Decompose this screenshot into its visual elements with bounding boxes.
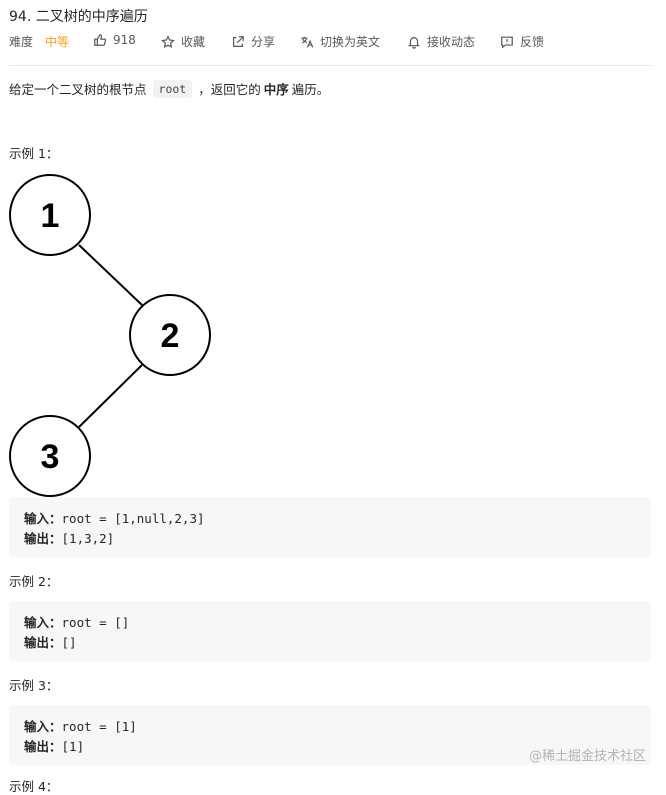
input-label: 输入： <box>24 719 62 734</box>
favorite-button[interactable]: 收藏 <box>161 33 205 50</box>
description-middle: ，返回它的 <box>198 82 261 97</box>
example-1-code-block: 输入：root = [1,null,2,3] 输出：[1,3,2] <box>9 497 651 557</box>
watermark: @稀土掘金技术社区 <box>528 749 646 764</box>
switch-language-label: 切换为英文 <box>320 35 381 49</box>
thumbs-up-icon <box>94 34 107 46</box>
favorite-label: 收藏 <box>181 35 206 49</box>
example-1-output: 输出：[1,3,2] <box>24 528 114 547</box>
example-2-output: 输出：[] <box>24 632 77 651</box>
difficulty-label: 难度 <box>9 35 34 49</box>
tree-node-label-3: 3 <box>41 438 60 476</box>
feedback-label: 反馈 <box>520 35 545 49</box>
tree-edge-2-3 <box>78 364 143 428</box>
problem-description: 给定一个二叉树的根节点 root ，返回它的 中序 遍历。 <box>9 79 329 98</box>
input-label: 输入： <box>24 511 62 526</box>
translate-icon <box>301 36 314 47</box>
tree-edge-1-2 <box>78 244 143 306</box>
output-value: [1] <box>61 739 85 754</box>
subscribe-label: 接收动态 <box>427 35 476 49</box>
example-3-input: 输入：root = [1] <box>24 716 137 735</box>
tree-node-label-1: 1 <box>41 197 60 235</box>
output-label: 输出： <box>24 635 62 650</box>
input-value: root = [1,null,2,3] <box>61 511 205 526</box>
tree-node-3: 3 <box>9 415 91 497</box>
like-count: 918 <box>113 33 136 47</box>
binary-tree-diagram: 1 2 3 <box>9 174 211 497</box>
difficulty: 难度 中等 <box>9 33 69 50</box>
share-label: 分享 <box>251 35 276 49</box>
input-value: root = [1] <box>61 719 137 734</box>
tree-node-1: 1 <box>9 174 91 256</box>
example-3-code-block: 输入：root = [1] 输出：[1] <box>9 705 651 765</box>
page-title: 94. 二叉树的中序遍历 <box>9 9 148 25</box>
example-1-title: 示例 1： <box>9 146 59 161</box>
example-4-title: 示例 4： <box>9 779 59 794</box>
example-1-input: 输入：root = [1,null,2,3] <box>24 508 205 527</box>
input-label: 输入： <box>24 615 62 630</box>
example-2-input: 输入：root = [] <box>24 612 129 631</box>
output-value: [] <box>61 635 77 650</box>
subscribe-button[interactable]: 接收动态 <box>407 33 475 50</box>
example-2-code-block: 输入：root = [] 输出：[] <box>9 601 651 661</box>
description-prefix: 给定一个二叉树的根节点 <box>9 82 147 97</box>
example-3-output: 输出：[1] <box>24 736 84 755</box>
feedback-button[interactable]: 反馈 <box>500 33 544 50</box>
star-icon <box>161 34 175 48</box>
inline-code-root: root <box>152 79 193 98</box>
difficulty-value: 中等 <box>45 35 70 49</box>
switch-language-button[interactable]: 切换为英文 <box>300 33 380 50</box>
output-label: 输出： <box>24 739 62 754</box>
description-bold: 中序 <box>263 82 289 97</box>
input-value: root = [] <box>61 615 130 630</box>
feedback-icon <box>501 36 513 49</box>
tree-node-label-2: 2 <box>161 317 180 355</box>
example-2-title: 示例 2： <box>9 574 59 589</box>
description-suffix: 遍历。 <box>291 82 330 97</box>
share-button[interactable]: 分享 <box>231 33 275 50</box>
header-divider <box>9 65 652 66</box>
tree-node-2: 2 <box>129 294 211 376</box>
like-button[interactable]: 918 <box>93 33 136 47</box>
share-icon <box>233 35 244 47</box>
example-3-title: 示例 3： <box>9 678 59 693</box>
bell-icon <box>407 36 421 49</box>
output-label: 输出： <box>24 531 62 546</box>
output-value: [1,3,2] <box>61 531 115 546</box>
